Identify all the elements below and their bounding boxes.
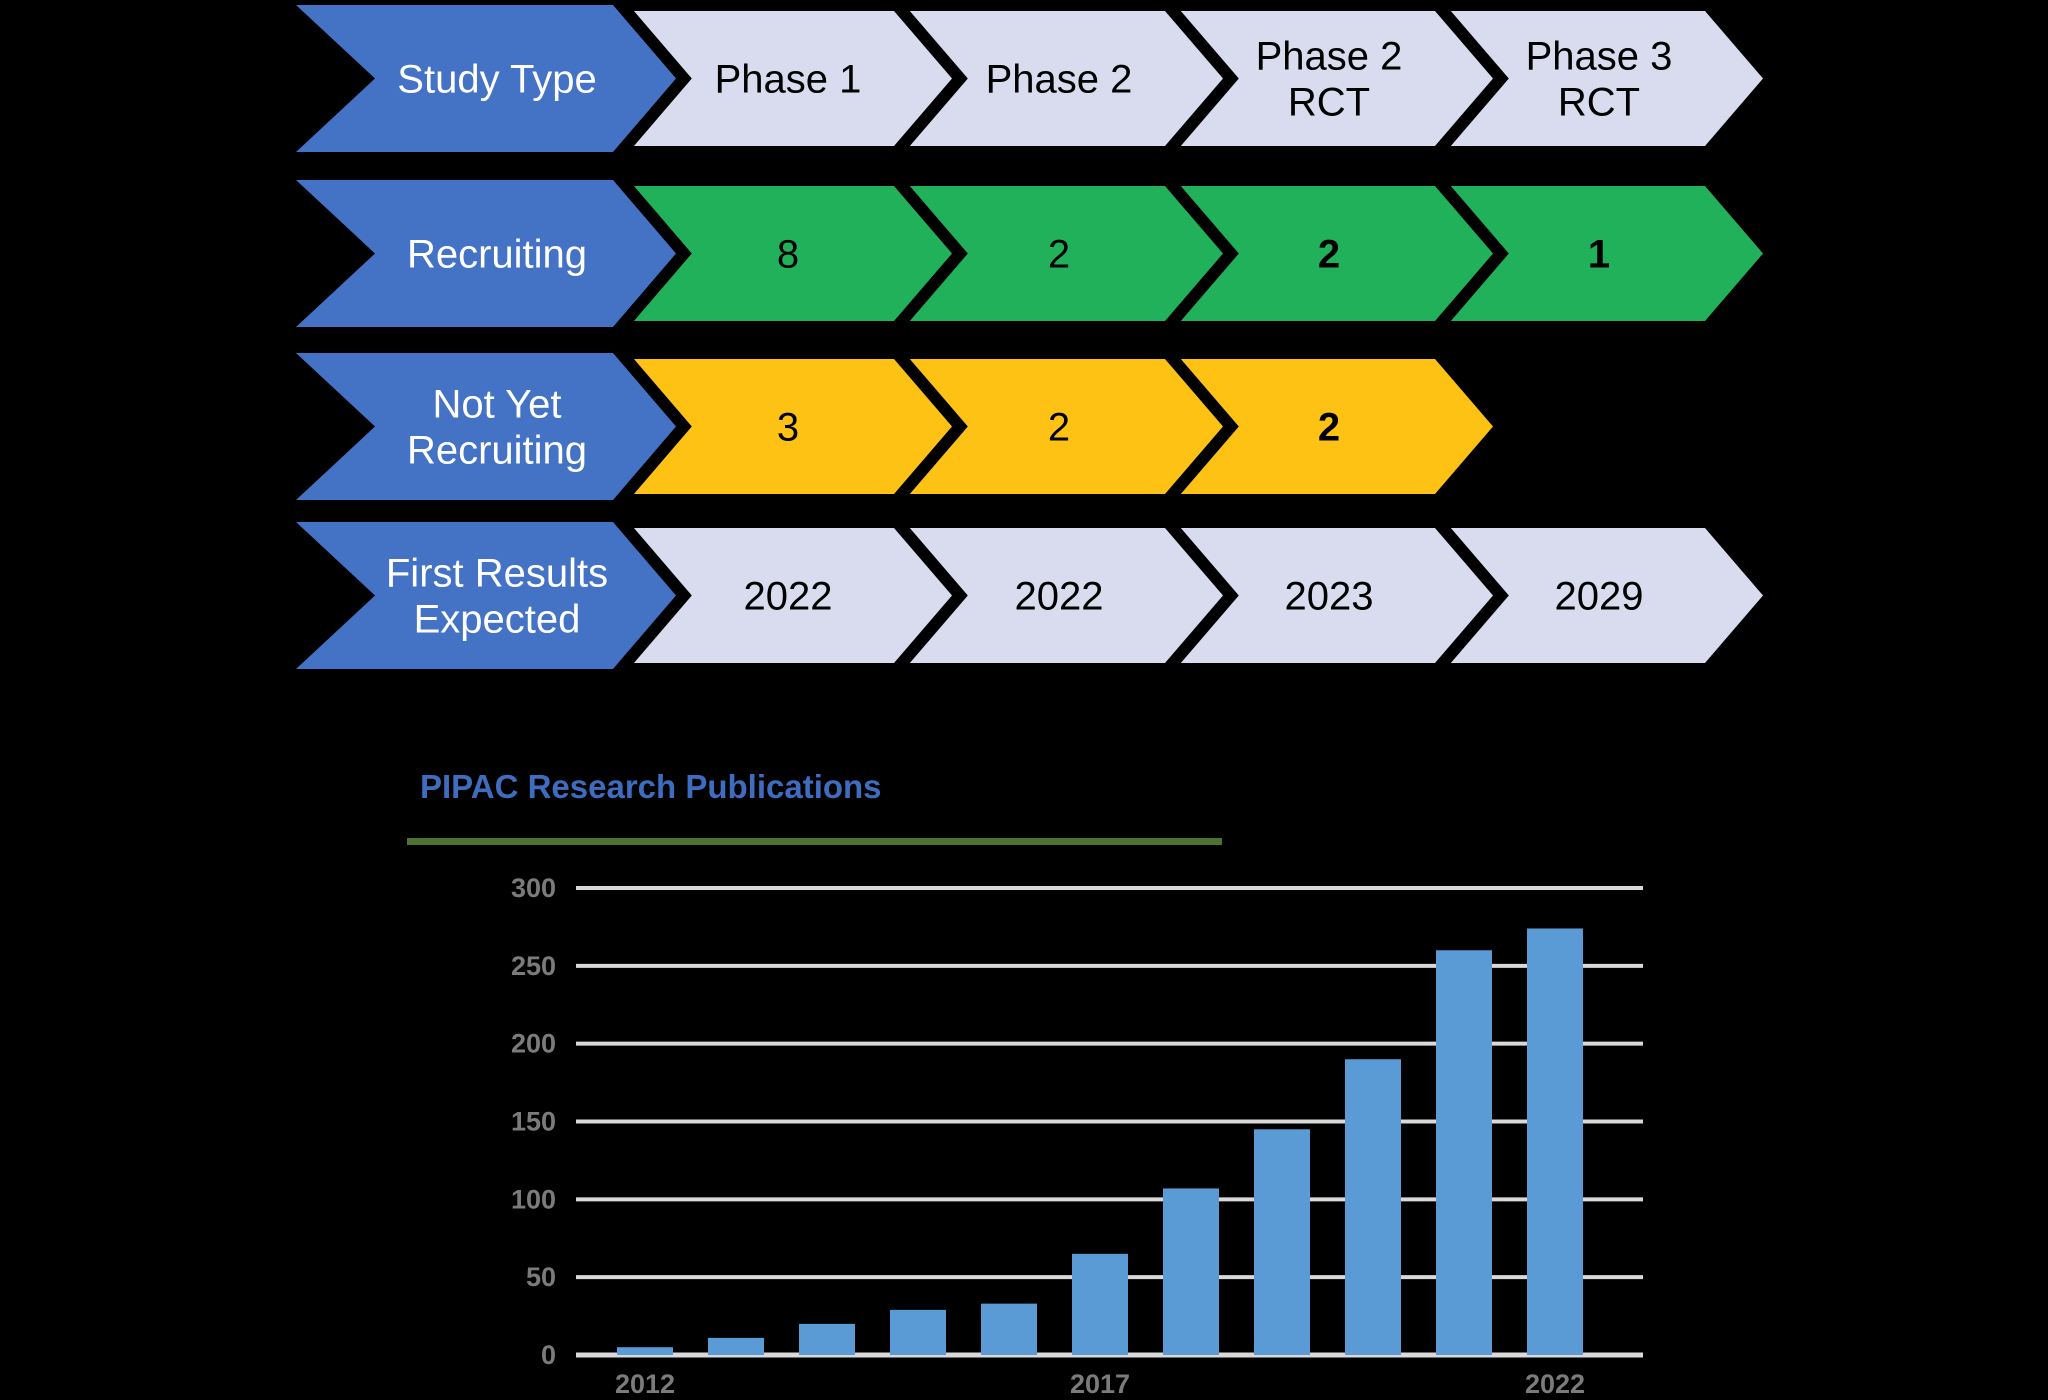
bar-2016 — [981, 1303, 1037, 1355]
x-tick-label-2012: 2012 — [615, 1369, 675, 1399]
row-label-text-first-results-expected: Expected — [414, 598, 581, 642]
row-label-text-first-results-expected: First Results — [386, 552, 608, 596]
segment-study-type-4 — [1435, 11, 1763, 146]
chart-title-underline — [407, 838, 1222, 845]
segment-study-type-3 — [1165, 11, 1493, 146]
segment-text-first-results-expected-3: 2023 — [1285, 575, 1374, 619]
segment-text-recruiting-1: 8 — [777, 233, 799, 277]
flow-row-recruiting: Recruiting 8 2 2 1 — [265, 168, 1779, 339]
segment-recruiting-2 — [895, 186, 1223, 321]
segment-text-first-results-expected-4: 2029 — [1555, 575, 1644, 619]
segment-recruiting-4 — [1435, 186, 1763, 321]
y-tick-label-100: 100 — [511, 1184, 556, 1214]
bar-2017 — [1072, 1253, 1128, 1355]
row-label-not-yet-recruiting — [296, 353, 676, 500]
segment-text-first-results-expected-2: 2022 — [1015, 575, 1104, 619]
segment-text-study-type-4: RCT — [1558, 81, 1640, 125]
segment-first-results-expected-2 — [895, 528, 1223, 663]
x-tick-label-2017: 2017 — [1070, 1369, 1130, 1399]
segment-text-recruiting-2: 2 — [1048, 233, 1070, 277]
segment-recruiting-3 — [1165, 186, 1493, 321]
y-tick-label-150: 150 — [511, 1107, 556, 1137]
publications-chart-svg: 0 50 100 150 200 250 300 2012 2017 2022 — [511, 873, 1643, 1399]
y-tick-label-300: 300 — [511, 873, 556, 903]
segment-text-study-type-4: Phase 3 — [1526, 35, 1673, 79]
segment-text-not-yet-recruiting-2: 2 — [1048, 406, 1070, 450]
segment-text-study-type-3: Phase 2 — [1256, 35, 1403, 79]
y-tick-label-50: 50 — [526, 1262, 556, 1292]
bar-2018 — [1163, 1188, 1219, 1355]
bar-2019 — [1254, 1129, 1310, 1355]
bar-2015 — [890, 1309, 946, 1355]
segment-first-results-expected-1 — [624, 528, 952, 663]
segment-text-not-yet-recruiting-1: 3 — [777, 406, 799, 450]
segment-first-results-expected-3 — [1165, 528, 1493, 663]
segment-text-first-results-expected-1: 2022 — [744, 575, 833, 619]
row-label-recruiting — [296, 180, 676, 327]
row-label-text-not-yet-recruiting: Not Yet — [432, 383, 561, 427]
segment-not-yet-recruiting-3 — [1165, 359, 1493, 494]
segment-text-study-type-3: RCT — [1288, 81, 1370, 125]
y-tick-label-0: 0 — [541, 1340, 556, 1370]
segment-study-type-2 — [895, 11, 1223, 146]
bar-2013 — [708, 1337, 764, 1355]
row-label-study-type — [296, 5, 676, 152]
row-label-text-recruiting: Recruiting — [407, 233, 587, 277]
bar-2012 — [617, 1347, 673, 1355]
segment-text-study-type-2: Phase 2 — [986, 58, 1133, 102]
chart-title: PIPAC Research Publications — [420, 768, 882, 805]
segment-study-type-1 — [624, 11, 952, 146]
row-label-text-study-type: Study Type — [397, 58, 596, 102]
segment-text-not-yet-recruiting-3: 2 — [1318, 406, 1340, 450]
x-tick-label-2022: 2022 — [1525, 1369, 1585, 1399]
segment-text-study-type-1: Phase 1 — [715, 58, 862, 102]
segment-recruiting-1 — [624, 186, 952, 321]
row-label-first-results-expected — [296, 522, 676, 669]
segment-first-results-expected-4 — [1435, 528, 1763, 663]
bar-2022 — [1527, 928, 1583, 1355]
segment-not-yet-recruiting-2 — [895, 359, 1223, 494]
segment-text-recruiting-4: 1 — [1588, 233, 1610, 277]
y-tick-label-250: 250 — [511, 951, 556, 981]
bar-2021 — [1436, 950, 1492, 1355]
y-tick-label-200: 200 — [511, 1029, 556, 1059]
bar-2020 — [1345, 1059, 1401, 1355]
bar-2014 — [799, 1323, 855, 1355]
segment-text-recruiting-3: 2 — [1318, 233, 1340, 277]
row-label-text-not-yet-recruiting: Recruiting — [407, 429, 587, 473]
segment-not-yet-recruiting-1 — [624, 359, 952, 494]
